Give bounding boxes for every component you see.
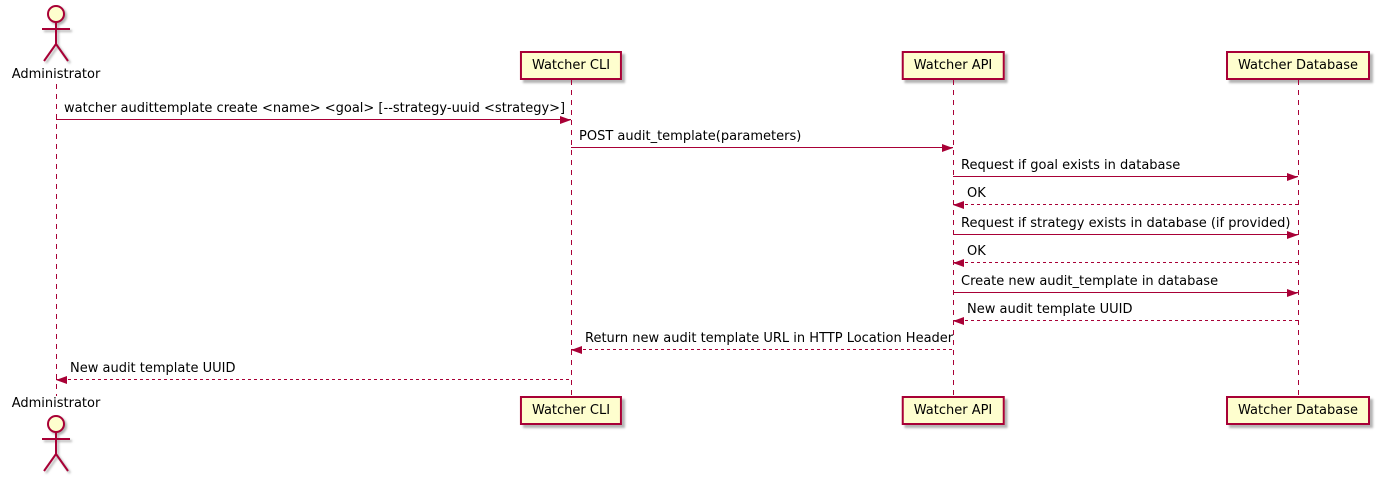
message-arrowhead-icon (1287, 288, 1298, 297)
message-line (953, 320, 1298, 321)
message-label: Create new audit_template in database (961, 274, 1219, 289)
message-arrowhead-icon (953, 258, 964, 267)
lifeline-db (1298, 80, 1299, 396)
participant-label: Watcher CLI (531, 403, 611, 418)
participant-label: Watcher Database (1238, 58, 1358, 73)
message-line (953, 176, 1298, 177)
administrator-actor-icon (42, 415, 70, 472)
message-label: OK (967, 244, 986, 259)
participant-box-watcher-cli: Watcher CLI (519, 51, 623, 80)
message-arrowhead-icon (1287, 230, 1298, 239)
message-arrowhead-icon (1287, 172, 1298, 181)
message-line (571, 147, 953, 148)
participant-box-watcher-database: Watcher Database (1226, 51, 1370, 80)
message-line (953, 292, 1298, 293)
participant-label: Watcher CLI (531, 58, 611, 73)
message-line (571, 349, 953, 350)
participant-label: Watcher Database (1238, 403, 1358, 418)
participant-box-watcher-api-bottom: Watcher API (901, 396, 1005, 425)
message-line (56, 379, 571, 380)
message-arrowhead-icon (56, 375, 67, 384)
participant-box-watcher-cli-bottom: Watcher CLI (519, 396, 623, 425)
message-label: Return new audit template URL in HTTP Lo… (585, 331, 954, 346)
message-label: Request if strategy exists in database (… (961, 216, 1291, 231)
message-arrowhead-icon (560, 115, 571, 124)
actor-label: Administrator (11, 396, 101, 411)
message-label: POST audit_template(parameters) (579, 129, 802, 144)
message-label: Request if goal exists in database (961, 158, 1181, 173)
message-label: New audit template UUID (70, 361, 236, 376)
message-line (953, 234, 1298, 235)
message-arrowhead-icon (571, 345, 582, 354)
message-line (953, 204, 1298, 205)
lifeline-api (953, 80, 954, 396)
administrator-actor-icon (42, 5, 70, 62)
message-arrowhead-icon (953, 316, 964, 325)
participant-box-watcher-database-bottom: Watcher Database (1226, 396, 1370, 425)
participant-label: Watcher API (913, 58, 993, 73)
actor-label: Administrator (11, 67, 101, 82)
message-arrowhead-icon (942, 143, 953, 152)
participant-label: Watcher API (913, 403, 993, 418)
message-line (953, 262, 1298, 263)
message-line (56, 119, 571, 120)
message-label: watcher audittemplate create <name> <goa… (64, 101, 566, 116)
message-label: OK (967, 186, 986, 201)
message-arrowhead-icon (953, 200, 964, 209)
participant-box-watcher-api: Watcher API (901, 51, 1005, 80)
message-label: New audit template UUID (967, 302, 1133, 317)
lifeline-cli (571, 80, 572, 396)
lifeline-admin (56, 84, 57, 396)
